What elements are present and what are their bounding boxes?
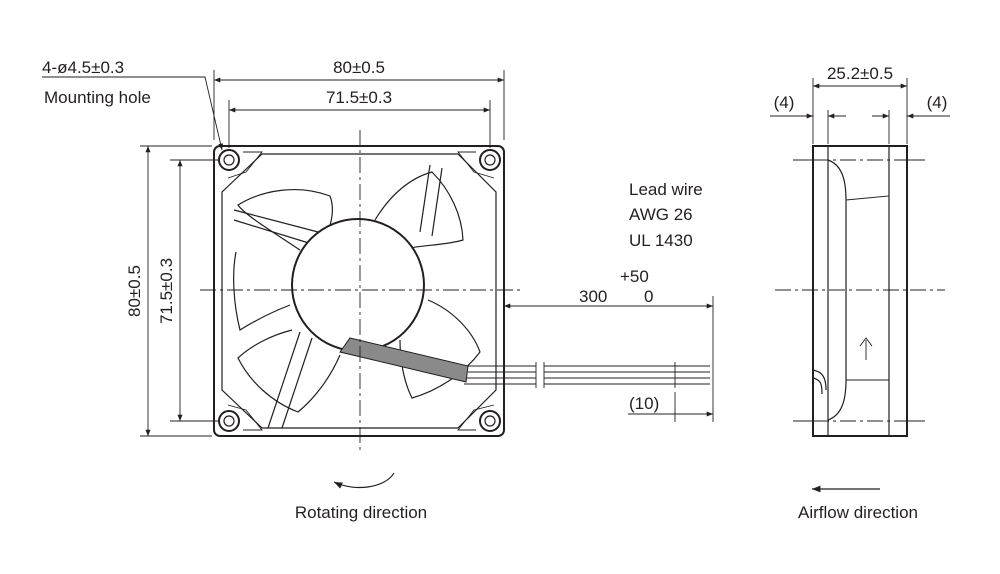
side-body-outline (812, 145, 908, 437)
rotating-direction-label: Rotating direction (295, 503, 427, 522)
rotation-arrow (333, 472, 395, 489)
tolerance-upper-label: +50 (620, 267, 649, 286)
right-flange-label: (4) (927, 93, 948, 112)
outer-width-label: 80±0.5 (333, 58, 385, 77)
hole-leader (42, 76, 224, 151)
wire-sleeve (339, 337, 469, 383)
corner-pads (227, 151, 495, 431)
side-view (775, 145, 945, 437)
tolerance-lower-label: 0 (644, 287, 653, 306)
ul-label: UL 1430 (629, 231, 693, 250)
lead-length-label: 300 (579, 287, 607, 306)
fan-hub (291, 218, 425, 352)
mounting-hole-label: Mounting hole (44, 88, 151, 107)
strip-length-label: (10) (629, 394, 659, 413)
outer-height-label: 80±0.5 (125, 265, 144, 317)
front-dimensions (42, 70, 505, 437)
side-airflow-mark (859, 337, 873, 360)
support-struts (233, 164, 443, 429)
fan-frame-outline (213, 145, 505, 437)
awg-label: AWG 26 (629, 205, 693, 224)
pitch-width-label: 71.5±0.3 (326, 88, 392, 107)
airflow-direction-label: Airflow direction (798, 503, 918, 522)
pitch-height-label: 71.5±0.3 (157, 258, 176, 324)
side-dimensions (770, 78, 950, 493)
mounting-holes (218, 149, 501, 432)
fan-venturi-outline (221, 153, 497, 429)
lead-wires (464, 296, 714, 422)
depth-label: 25.2±0.5 (827, 64, 893, 83)
left-flange-label: (4) (774, 93, 795, 112)
lead-wire-label: Lead wire (629, 180, 703, 199)
front-view (200, 130, 520, 489)
hole-callout-label: 4-ø4.5±0.3 (42, 58, 124, 77)
